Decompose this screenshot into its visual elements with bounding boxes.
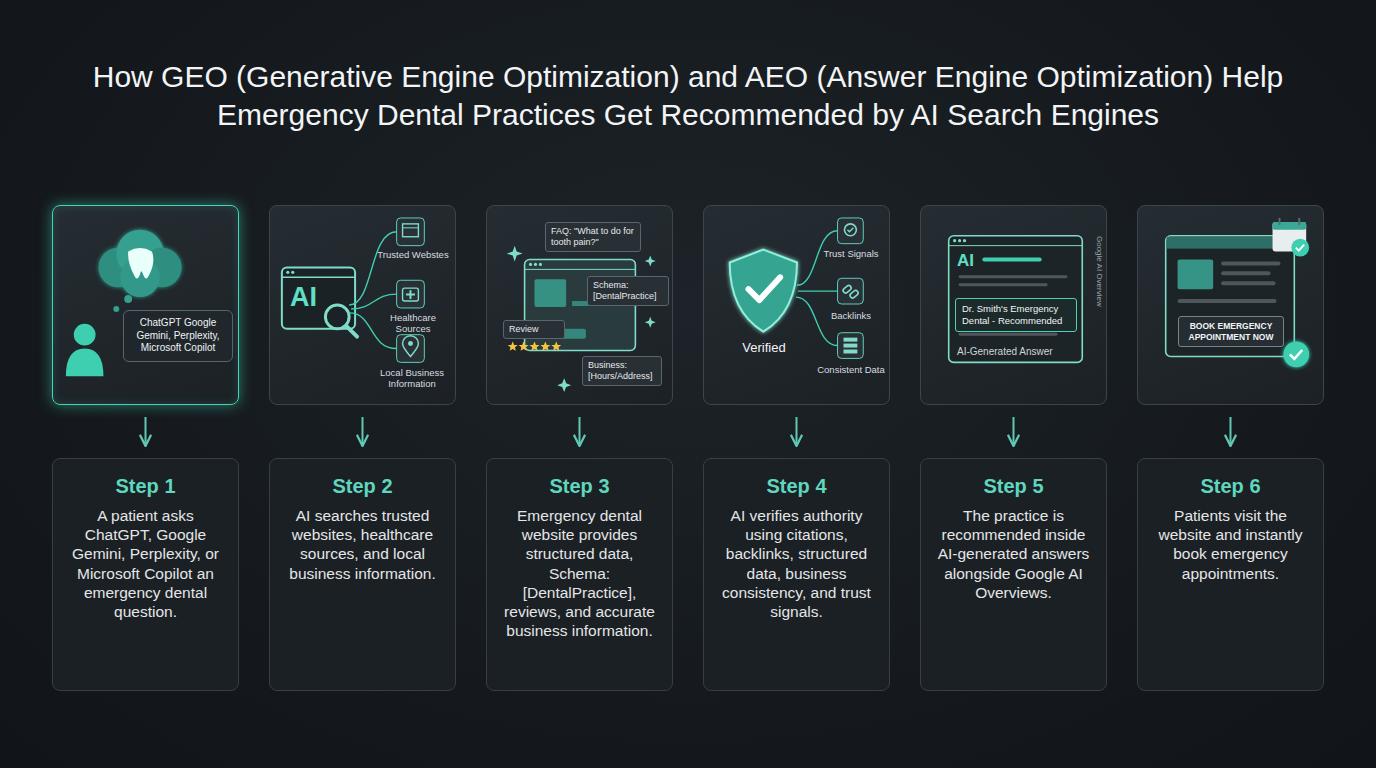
panel-illustration <box>1138 206 1323 404</box>
step-heading: Step 2 <box>283 475 442 498</box>
step-box: Step 1 A patient asks ChatGPT, Google Gem… <box>52 458 239 691</box>
illustration-panel: FAQ: "What to do for tooth pain?" Schema:… <box>486 205 673 405</box>
down-arrow <box>1230 417 1232 446</box>
diagram-title: How GEO (Generative Engine Optimization)… <box>78 58 1298 134</box>
illustration-panel: ChatGPT Google Gemini, Perplexity, Micro… <box>52 205 239 405</box>
icon-label: Local Business Information <box>370 367 454 390</box>
step-heading: Step 4 <box>717 475 876 498</box>
panel-illustration <box>53 206 238 404</box>
step-heading: Step 5 <box>934 475 1093 498</box>
icon-label: Trusted Webstes <box>375 249 451 260</box>
icon-label: Consistent Data <box>812 364 890 375</box>
step-box: Step 6 Patients visit the website and ins… <box>1137 458 1324 691</box>
recommended-card: Dr. Smith's Emergency Dental - Recommend… <box>955 298 1077 332</box>
icon-label: Trust Signals <box>812 248 890 259</box>
flow-line <box>1107 304 1137 307</box>
step-description: A patient asks ChatGPT, Google Gemini, P… <box>66 506 225 621</box>
flow-line <box>673 304 703 307</box>
step-heading: Step 3 <box>500 475 659 498</box>
icon-label: Healthcare Sources <box>375 312 451 335</box>
schema-card: Schema: [DentalPractice] <box>587 276 669 306</box>
down-arrow <box>579 417 581 446</box>
book-button: BOOK EMERGENCY APPOINTMENT NOW <box>1178 316 1284 347</box>
step-box: Step 4 AI verifies authority using citati… <box>703 458 890 691</box>
step-description: Emergency dental website provides struct… <box>500 506 659 641</box>
step-heading: Step 1 <box>66 475 225 498</box>
step-description: AI verifies authority using citations, b… <box>717 506 876 621</box>
title-block: How GEO (Generative Engine Optimization)… <box>78 58 1298 134</box>
step-box: Step 3 Emergency dental website provides … <box>486 458 673 691</box>
down-arrow <box>362 417 364 446</box>
illustration-panel: AI Dr. Smith's Emergency Dental - Recomme… <box>920 205 1107 405</box>
ai-mark: AI <box>290 284 340 311</box>
down-arrow <box>796 417 798 446</box>
illustration-panel: Verified Trust SignalsBacklinksConsistent… <box>703 205 890 405</box>
answer-label: AI-Generated Answer <box>957 346 1081 357</box>
icon-label: Backlinks <box>812 310 890 321</box>
vertical-label: Google AI Overview <box>1095 236 1104 307</box>
down-arrow <box>1013 417 1015 446</box>
step-description: The practice is recommended inside AI-ge… <box>934 506 1093 602</box>
flow-line <box>456 304 486 307</box>
step-description: AI searches trusted websites, healthcare… <box>283 506 442 583</box>
down-arrow <box>145 417 147 446</box>
illustration-panel: AI Trusted WebstesHealthcare SourcesLocal… <box>269 205 456 405</box>
business-card: Business: [Hours/Address] <box>582 356 662 386</box>
flow-line <box>890 304 920 307</box>
faq-card: FAQ: "What to do for tooth pain?" <box>545 222 641 252</box>
flow-line <box>239 304 269 307</box>
speech-bubble-text: ChatGPT Google Gemini, Perplexity, Micro… <box>123 310 233 362</box>
illustration-panel: BOOK EMERGENCY APPOINTMENT NOW <box>1137 205 1324 405</box>
step-box: Step 5 The practice is recommended inside… <box>920 458 1107 691</box>
step-heading: Step 6 <box>1151 475 1310 498</box>
step-description: Patients visit the website and instantly… <box>1151 506 1310 583</box>
ai-mark: AI <box>957 252 997 269</box>
verified-label: Verified <box>724 340 804 355</box>
review-card: Review <box>503 320 565 339</box>
step-box: Step 2 AI searches trusted websites, heal… <box>269 458 456 691</box>
